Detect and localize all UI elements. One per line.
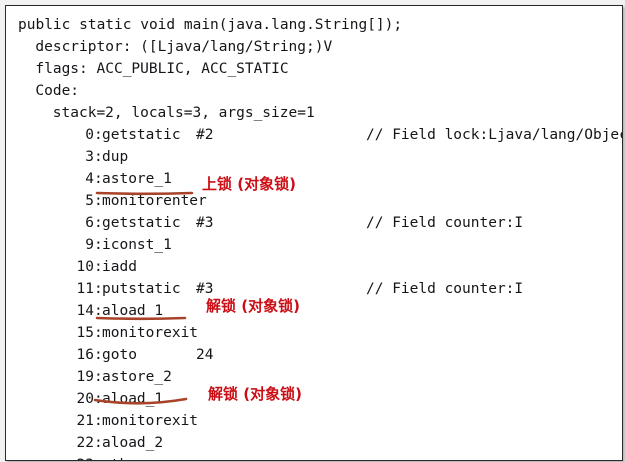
instruction-offset: 19 [76,369,94,385]
instruction-offset: 10 [76,259,94,275]
lock-annotation: 上锁 (对象锁) [202,175,296,193]
instruction-mnemonic: getstatic [102,127,181,143]
instruction-offset: 3 [85,149,94,165]
bytecode-instruction-line: 9:iconst_1 [6,234,622,256]
bytecode-instruction-line: 3:dup [6,146,622,168]
instruction-mnemonic: aload_1 [102,303,164,319]
instruction-mnemonic: iadd [102,259,137,275]
code-text: Code: [35,83,80,99]
instruction-offset-colon: : [94,281,103,297]
annotation-underline [95,315,187,324]
instruction-offset-colon: : [94,237,103,253]
lock-annotation: 解锁 (对象锁) [208,385,302,403]
instruction-offset-colon: : [94,149,103,165]
code-line-header: stack=2, locals=3, args_size=1 [6,102,622,124]
annotation-underline [95,190,194,199]
instruction-mnemonic: goto [102,347,137,363]
instruction-offset: 15 [76,325,94,341]
instruction-comment: // Field counter:I [366,215,524,231]
instruction-mnemonic: dup [102,149,129,165]
code-listing: public static void main(java.lang.String… [6,6,622,460]
bytecode-instruction-line: 16:goto 24 [6,344,622,366]
instruction-offset-colon: : [94,215,103,231]
instruction-offset-colon: : [94,454,103,460]
bytecode-instruction-line: 11:putstatic #3 // Field counter:I [6,278,622,300]
instruction-offset-colon: : [94,259,103,275]
code-line-header: public static void main(java.lang.String… [6,14,622,36]
instruction-offset-colon: : [94,391,103,407]
bytecode-instruction-line: 22:aload_2 [6,432,622,454]
annotation-underline [93,397,188,408]
instruction-offset-colon: : [94,369,103,385]
bytecode-instruction-line: 21:monitorexit [6,410,622,432]
instruction-offset: 21 [76,413,94,429]
instruction-offset-colon: : [94,127,103,143]
instruction-mnemonic: monitorexit [102,413,199,429]
instruction-offset: 4 [85,171,94,187]
bytecode-instruction-line: 6:getstatic #3 // Field counter:I [6,212,622,234]
instruction-offset: 0 [85,127,94,143]
instruction-offset-colon: : [94,303,103,319]
code-line-header: Code: [6,80,622,102]
instruction-comment: // Field lock:Ljava/lang/Object; [366,127,623,143]
bytecode-instruction-line: 0:getstatic #2 // Field lock:Ljava/lang/Ob… [6,124,622,146]
instruction-offset-colon: : [94,193,103,209]
instruction-operand: #2 [196,127,214,143]
instruction-offset: 23 [52,454,94,460]
instruction-offset-colon: : [94,435,103,451]
instruction-mnemonic: monitorexit [102,325,199,341]
instruction-offset-colon: : [94,413,103,429]
code-text: descriptor: ([Ljava/lang/String;)V [35,39,333,55]
instruction-comment: // Field counter:I [366,281,524,297]
instruction-mnemonic: aload_2 [102,435,164,451]
code-line-header: flags: ACC_PUBLIC, ACC_STATIC [6,58,622,80]
instruction-mnemonic: getstatic [102,215,181,231]
instruction-offset: 20 [76,391,94,407]
instruction-mnemonic: athrow [102,454,154,460]
instruction-offset-colon: : [94,347,103,363]
instruction-mnemonic: astore_1 [102,171,172,187]
code-text: stack=2, locals=3, args_size=1 [52,105,315,121]
instruction-mnemonic: iconst_1 [102,237,172,253]
bytecode-instruction-line: 14:aload_1 [6,300,622,322]
code-line-header: descriptor: ([Ljava/lang/String;)V [6,36,622,58]
instruction-offset: 14 [76,303,94,319]
bytecode-instruction-line: 10:iadd [6,256,622,278]
instruction-mnemonic: putstatic [102,281,181,297]
instruction-offset: 16 [76,347,94,363]
code-text: flags: ACC_PUBLIC, ACC_STATIC [35,61,289,77]
instruction-operand: #3 [196,281,214,297]
bytecode-instruction-line: 15:monitorexit [6,322,622,344]
bytecode-instruction-line: 19:astore_2 [6,366,622,388]
bytecode-instruction-line: 4:astore_1 [6,168,622,190]
instruction-offset-colon: : [94,325,103,341]
lock-annotation: 解锁 (对象锁) [206,297,300,315]
bytecode-instruction-line: 5:monitorenter [6,190,622,212]
code-panel: public static void main(java.lang.String… [5,5,623,461]
instruction-operand: 24 [196,347,214,363]
code-text: public static void main(java.lang.String… [18,17,403,33]
instruction-offset: 6 [85,215,94,231]
instruction-offset: 11 [76,281,94,297]
instruction-offset-colon: : [94,171,103,187]
instruction-offset: 22 [76,435,94,451]
instruction-offset: 5 [85,193,94,209]
instruction-mnemonic: monitorenter [102,193,207,209]
bytecode-instruction-line: 23:athrow [6,454,622,460]
instruction-mnemonic: astore_2 [102,369,172,385]
instruction-offset: 9 [85,237,94,253]
instruction-operand: #3 [196,215,214,231]
